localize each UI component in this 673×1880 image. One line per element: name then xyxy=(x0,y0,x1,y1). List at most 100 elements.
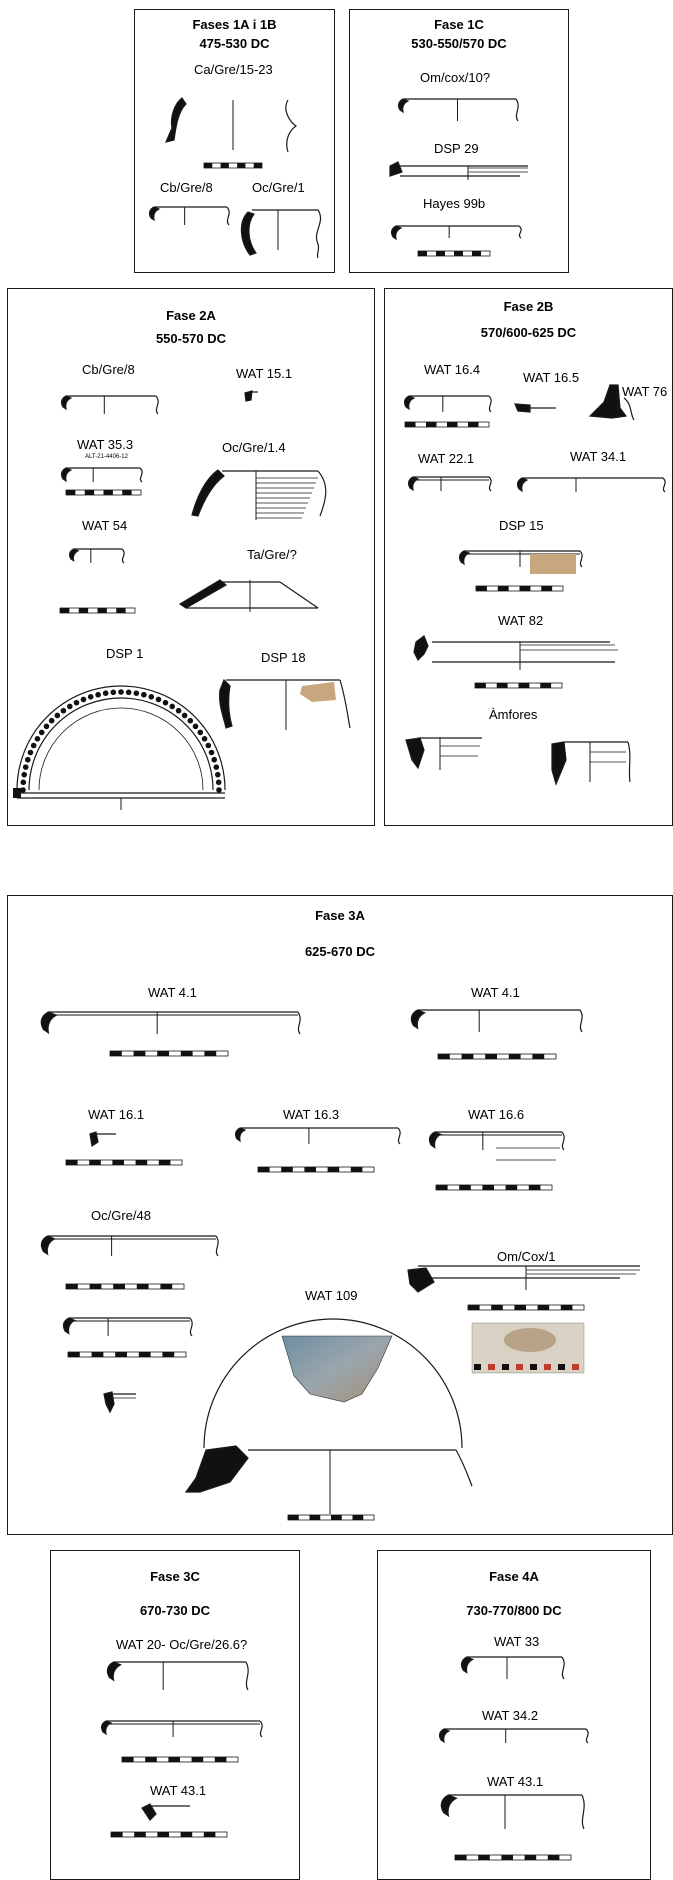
label-ca-gre-15-23: Ca/Gre/15-23 xyxy=(194,62,273,77)
stamp-dot xyxy=(21,771,28,778)
rim-profile xyxy=(390,225,403,241)
stamp-dot xyxy=(24,756,31,763)
rim-profile-dsp-29 xyxy=(389,161,403,177)
rim-profile xyxy=(69,548,80,563)
panel-title: Fase 2A xyxy=(166,308,216,323)
scale-bar-segment xyxy=(138,1352,151,1357)
label-wat-20: WAT 20- Oc/Gre/26.6? xyxy=(116,1637,248,1652)
panel-fase-2b: Fase 2B 570/600-625 DC xyxy=(384,288,673,826)
stamp-dot xyxy=(205,742,212,749)
stamp-dot xyxy=(197,729,204,736)
stamp-dot xyxy=(60,707,67,714)
stamp-dot xyxy=(27,749,34,756)
rim-profile xyxy=(40,1011,58,1035)
stamp-dot xyxy=(162,699,169,706)
label-cb-gre-8: Cb/Gre/8 xyxy=(160,180,213,195)
scale-bar-segment xyxy=(281,1167,293,1172)
scale-bar-segment xyxy=(91,1352,104,1357)
scale-bar-segment xyxy=(304,1167,316,1172)
photo-scale-segment xyxy=(502,1364,509,1370)
scale-bar-segment xyxy=(112,1160,124,1165)
outer-contour xyxy=(581,1794,585,1830)
rim-profile xyxy=(148,206,161,222)
panel-dates: 670-730 DC xyxy=(139,1603,211,1618)
outer-contour xyxy=(155,395,159,415)
scale-bar-segment xyxy=(135,1160,148,1165)
label-wat-22-1: WAT 22.1 xyxy=(418,451,475,466)
panel-title: Fase 3A xyxy=(315,908,365,923)
dish-outline xyxy=(28,697,214,791)
rim-profile-oc-gre xyxy=(240,211,257,256)
outer-contour xyxy=(561,1656,565,1680)
rim-profile-wat-82 xyxy=(413,635,429,662)
stamp-dot xyxy=(216,787,222,793)
panel-fase-3c: Fase 3C 670-730 DC xyxy=(50,1550,300,1880)
scale-bar-segment xyxy=(214,1757,227,1762)
scale-bar-segment xyxy=(237,163,246,168)
outer-contour xyxy=(279,581,319,609)
outer-contour xyxy=(245,1661,249,1691)
scale-bar-segment xyxy=(253,163,262,168)
stamp-dot xyxy=(215,779,222,786)
stamp-dot xyxy=(54,712,61,719)
scale-bar-segment xyxy=(160,1284,173,1289)
outer-contour xyxy=(518,225,522,239)
label-wat-16-1: WAT 16.1 xyxy=(88,1107,145,1122)
rim-profile-wat-15-1 xyxy=(244,390,253,402)
scale-bar-segment xyxy=(350,1167,363,1172)
label-wat-15-1: WAT 15.1 xyxy=(236,366,293,381)
outer-contour xyxy=(488,395,492,413)
rim-profile xyxy=(40,1235,57,1256)
label-wat-16-3: WAT 16.3 xyxy=(283,1107,340,1122)
scale-bar-segment xyxy=(145,1757,157,1762)
label-wat-43-1-3c: WAT 43.1 xyxy=(150,1783,207,1798)
outer-contour xyxy=(627,741,631,783)
rim-profile-amphora xyxy=(551,741,567,786)
stamp-dot xyxy=(214,771,221,778)
outer-contour xyxy=(285,99,298,153)
scale-bar-segment xyxy=(455,1855,467,1860)
panel-title: Fase 1C xyxy=(434,17,484,32)
scale-bar-segment xyxy=(537,1305,550,1310)
scale-bar-segment xyxy=(468,422,479,427)
label-oc-gre-48: Oc/Gre/48 xyxy=(91,1208,151,1223)
scale-bar-segment xyxy=(497,586,509,591)
scale-bar-segment xyxy=(514,1305,526,1310)
rim-profile xyxy=(60,395,73,411)
scale-bar-segment xyxy=(352,1515,364,1520)
scale-bar-segment xyxy=(66,490,76,495)
scale-bar-segment xyxy=(113,1284,125,1289)
panel-dates: 730-770/800 DC xyxy=(466,1603,562,1618)
stamp-dot xyxy=(148,693,155,700)
outer-contour xyxy=(579,550,583,568)
scale-bar-segment xyxy=(476,586,487,591)
scale-bar-segment xyxy=(158,1160,171,1165)
outer-contour xyxy=(397,1127,401,1145)
photo-scale-segment xyxy=(530,1364,537,1370)
rim-profile xyxy=(100,1720,113,1736)
label-om-cox-1: Om/Cox/1 xyxy=(497,1249,556,1264)
stamp-dot xyxy=(192,723,199,730)
scale-bar xyxy=(203,162,263,169)
panel-title: Fase 2B xyxy=(503,299,554,314)
scale-bar-segment xyxy=(436,251,445,256)
outer-contour xyxy=(623,397,635,421)
stamp-dot xyxy=(208,749,215,756)
scale-bar-segment xyxy=(97,608,107,613)
stamp-dot xyxy=(30,742,37,749)
stamp-dot xyxy=(133,690,140,697)
scale-bar-segment xyxy=(191,1757,204,1762)
stamp-dot xyxy=(34,735,41,742)
rim-profile-ca-gre xyxy=(164,97,187,143)
scale-bar-segment xyxy=(327,1167,340,1172)
stamp-dot xyxy=(20,779,27,786)
rim-profile xyxy=(460,1656,475,1674)
label-wat-33: WAT 33 xyxy=(494,1634,540,1649)
rim-profile xyxy=(440,1794,458,1818)
scale-bar-segment xyxy=(60,608,70,613)
outer-contour xyxy=(189,1317,193,1337)
outer-contour xyxy=(662,477,666,493)
stamp-dot xyxy=(38,729,45,736)
scale-bar-segment xyxy=(459,1185,471,1190)
